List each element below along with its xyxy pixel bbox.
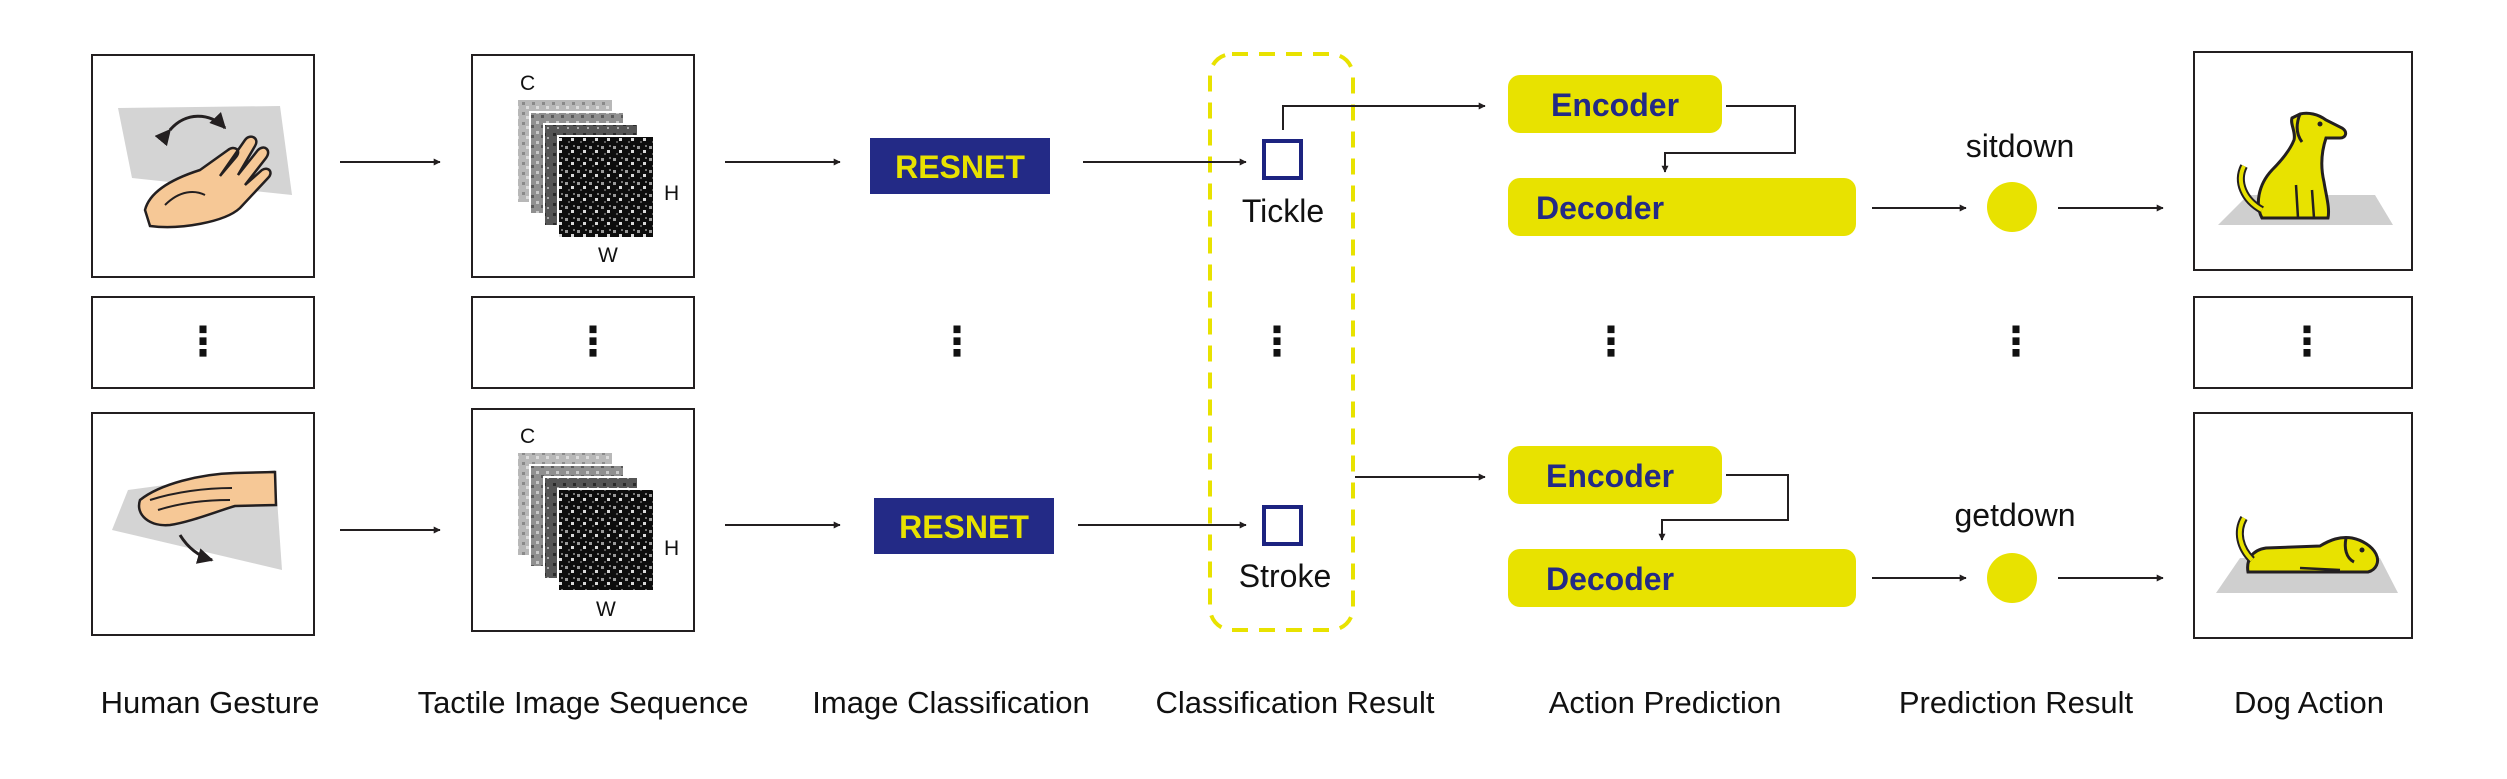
resnet-block-bottom: RESNET: [874, 498, 1054, 554]
width-axis-label: W: [596, 598, 616, 621]
ellipsis: ⋮: [573, 320, 613, 364]
tactile-frame-stack: [518, 100, 655, 239]
stage-caption: Tactile Image Sequence: [418, 685, 749, 720]
resnet-block-top: RESNET: [870, 138, 1050, 194]
stage-caption: Human Gesture: [101, 685, 320, 720]
resnet-label: RESNET: [899, 509, 1029, 545]
class-label-top: Tickle: [1242, 193, 1324, 229]
encoder-block-bottom: Encoder: [1508, 446, 1722, 504]
flow-arrows: [340, 102, 2164, 582]
width-axis-label: W: [598, 244, 618, 267]
encoder-label: Encoder: [1551, 87, 1679, 123]
ellipsis: ⋮: [1257, 320, 1297, 364]
stage-caption: Action Prediction: [1549, 685, 1782, 720]
ellipsis: ⋮: [2287, 320, 2327, 364]
prediction-label-top: sitdown: [1966, 128, 2075, 164]
prediction-label-bottom: getdown: [1955, 497, 2076, 533]
decoder-block-top: Decoder: [1508, 178, 1856, 236]
ellipsis: ⋮: [937, 320, 977, 364]
resnet-label: RESNET: [895, 149, 1025, 185]
tactile-box-top: C H W: [471, 54, 695, 278]
dog-lying-icon: [2216, 516, 2398, 593]
dog-box-middle: ⋮: [2193, 296, 2413, 389]
channel-axis-label: C: [520, 425, 535, 448]
tactile-box-middle: ⋮: [471, 296, 695, 389]
ellipsis: ⋮: [1996, 320, 2036, 364]
dog-box-bottom: [2193, 412, 2413, 639]
class-box-top: [1262, 139, 1303, 180]
tickle-hand-icon: [118, 106, 292, 229]
decoder-block-bottom: Decoder: [1508, 549, 1856, 607]
class-box-bottom: [1262, 505, 1303, 546]
stage-caption: Image Classification: [812, 685, 1089, 720]
tactile-box-bottom: C H W: [471, 408, 695, 632]
prediction-node-bottom: [1987, 553, 2037, 603]
prediction-node-top: [1987, 182, 2037, 232]
channel-axis-label: C: [520, 72, 535, 95]
dog-sitting-icon: [2218, 111, 2393, 225]
gesture-box-bottom: [91, 412, 315, 636]
decoder-label: Decoder: [1546, 561, 1674, 597]
stage-caption: Classification Result: [1155, 685, 1434, 720]
gesture-box-top: [91, 54, 315, 278]
stage-caption: Dog Action: [2234, 685, 2384, 720]
ellipsis: ⋮: [183, 320, 223, 364]
decoder-label: Decoder: [1536, 190, 1664, 226]
height-axis-label: H: [664, 537, 679, 560]
dog-box-top: [2193, 51, 2413, 271]
gesture-box-middle: ⋮: [91, 296, 315, 389]
encoder-block-top: Encoder: [1508, 75, 1722, 133]
encoder-label: Encoder: [1546, 458, 1674, 494]
ellipsis: ⋮: [1591, 320, 1631, 364]
stage-caption: Prediction Result: [1899, 685, 2134, 720]
stage-captions: Human Gesture Tactile Image Sequence Ima…: [101, 685, 2384, 720]
tactile-frame-stack: [518, 453, 655, 592]
height-axis-label: H: [664, 182, 679, 205]
stroke-hand-icon: [112, 470, 282, 570]
class-label-bottom: Stroke: [1239, 558, 1331, 594]
